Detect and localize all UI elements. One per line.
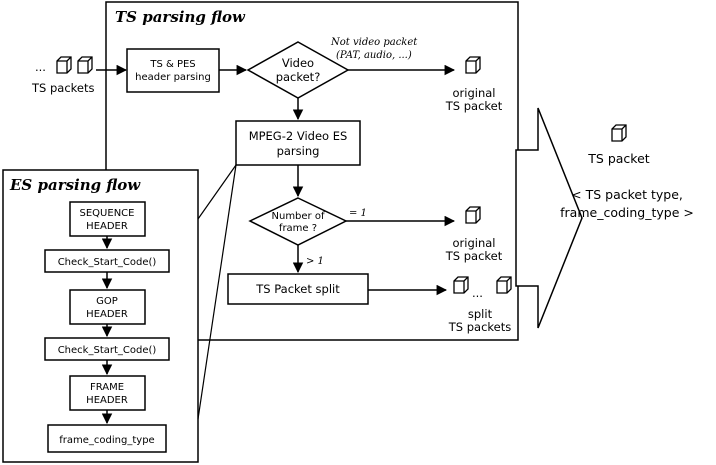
gop-header-line1: GOP [96,296,118,307]
video-decision-label-line1: Video [282,56,314,70]
sequence-header-box [69,201,146,237]
eq-one-label: = 1 [349,208,367,219]
split-ellipsis: ... [472,286,483,300]
es-parsing-box [235,120,361,166]
original-packet-label-line2: TS packet [445,99,503,113]
original-packet-label-line1: original [453,86,496,100]
original-packet-icon-2 [465,206,481,224]
original-packet-icon [465,56,481,74]
split-packet-icon [496,276,512,294]
input-packet-icon [77,56,93,74]
header-parsing-box [126,48,220,93]
frame-coding-type-box [47,424,167,453]
split-packets-label-line1: split [468,307,493,321]
gop-header-box [69,289,146,325]
frame-decision-label-line1: Number of [272,211,325,222]
frame-coding-type-label: frame_coding_type [59,435,154,446]
es-parsing-label-line1: MPEG-2 Video ES [249,129,348,143]
output-packet-label: TS packet [587,151,649,166]
input-ellipsis: ... [35,60,46,74]
gop-header-line2: HEADER [86,309,128,320]
zoom-line-bottom [197,164,237,420]
frame-header-line2: HEADER [86,395,128,406]
es-parsing-label-line2: parsing [277,144,320,158]
input-packets-label: TS packets [31,81,94,95]
header-parsing-label-line2: header parsing [135,72,211,83]
split-packets-label-line2: TS packets [448,320,511,334]
original-packet-2-label-line1: original [453,236,496,250]
output-type-label-line2: frame_coding_type > [560,205,694,220]
es-flow-title: ES parsing flow [9,176,141,194]
not-video-label-line1: Not video packet [330,37,418,48]
ts-flow-title: TS parsing flow [115,8,246,26]
zoom-line-top [197,164,237,220]
input-packet-icon [56,56,72,74]
output-packet-icon [611,124,627,142]
header-parsing-label-line1: TS & PES [149,59,195,70]
output-big-arrow [515,107,583,329]
output-type-label-line1: < TS packet type, [571,187,683,202]
original-packet-2-label-line2: TS packet [445,249,503,263]
sequence-header-line2: HEADER [86,221,128,232]
packet-split-label: TS Packet split [255,282,340,296]
check-start-code-label-2: Check_Start_Code() [58,345,157,356]
split-packet-icon [453,276,469,294]
video-decision-label-line2: packet? [276,70,321,84]
sequence-header-line1: SEQUENCE [80,208,135,219]
packet-split-box [227,273,369,305]
gt-one-label: > 1 [306,256,324,267]
frame-decision-label-line2: frame ? [279,223,317,234]
check-start-code-label-1: Check_Start_Code() [58,257,157,268]
frame-header-line1: FRAME [90,382,124,393]
not-video-label-line2: (PAT, audio, ...) [336,50,412,61]
